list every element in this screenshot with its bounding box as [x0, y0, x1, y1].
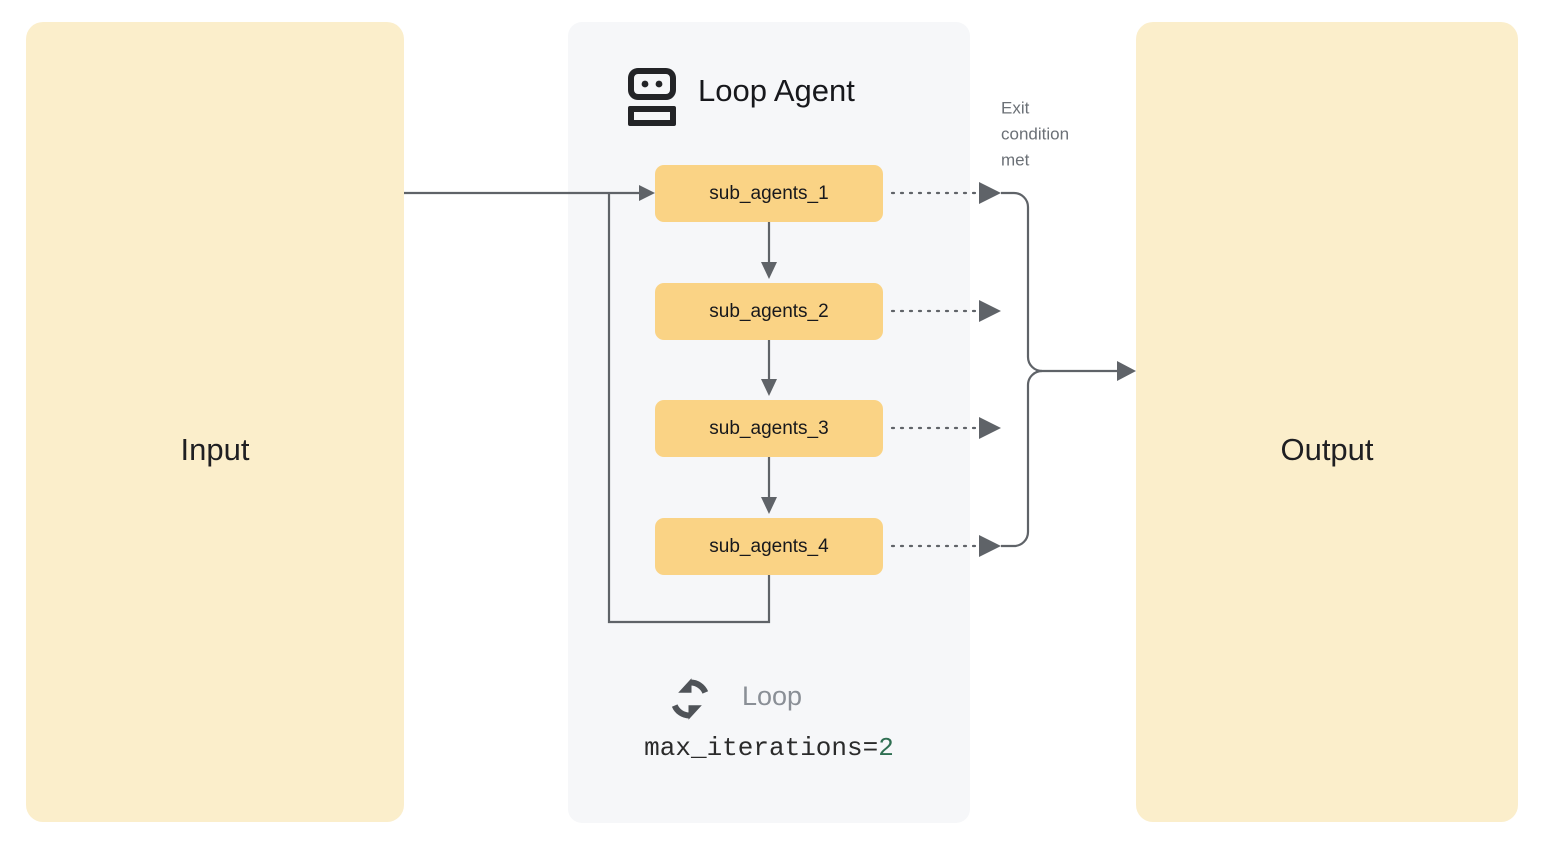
loop-agent-title: Loop Agent [698, 73, 855, 108]
edge-merge-to-output [1001, 191, 1136, 548]
exit-condition-line-2: condition [1001, 124, 1069, 143]
sub-agent-node-2-label: sub_agents_2 [709, 301, 828, 322]
max-iterations-code: max_iterations=2 [644, 733, 894, 763]
edge-exit-sub-agent-1 [890, 182, 1001, 204]
edge-sub-agent-1-to-2 [761, 222, 777, 279]
sub-agent-node-4-label: sub_agents_4 [709, 536, 829, 557]
exit-condition-annotation: Exit condition met [1001, 98, 1069, 169]
loop-caption-label: Loop [742, 681, 802, 711]
sub-agent-node-2-rect[interactable] [655, 283, 883, 340]
sub-agent-node-3-rect[interactable] [655, 400, 883, 457]
input-panel: Input [26, 22, 404, 822]
sub-agent-node-3-label: sub_agents_3 [709, 418, 828, 439]
edge-exit-sub-agent-2 [890, 300, 1001, 322]
output-panel-label: Output [1280, 432, 1373, 467]
loop-agent-panel: Loop Agent sub_agents_1 sub_agents_2 sub… [568, 22, 970, 823]
output-panel: Output [1136, 22, 1518, 822]
input-panel-rect [26, 22, 404, 822]
sub-agent-node-1[interactable]: sub_agents_1 [655, 165, 883, 222]
edge-input-to-sub-agent-1 [404, 185, 655, 201]
sub-agent-node-1-rect[interactable] [655, 165, 883, 222]
sub-agent-node-4-rect[interactable] [655, 518, 883, 575]
input-panel-label: Input [181, 432, 250, 467]
edge-exit-sub-agent-3 [890, 417, 1001, 439]
sub-agent-node-3[interactable]: sub_agents_3 [655, 400, 883, 457]
robot-icon [628, 68, 676, 126]
sub-agent-node-2[interactable]: sub_agents_2 [655, 283, 883, 340]
sub-agent-node-1-label: sub_agents_1 [709, 183, 828, 204]
edge-sub-agent-2-to-3 [761, 340, 777, 396]
max-iterations-key: max_iterations= [644, 733, 878, 763]
output-panel-rect [1136, 22, 1518, 822]
edge-feedback-loop [607, 193, 771, 624]
sub-agent-node-4[interactable]: sub_agents_4 [655, 518, 883, 575]
exit-condition-line-3: met [1001, 150, 1030, 169]
edge-exit-sub-agent-4 [890, 535, 1001, 557]
edge-sub-agent-3-to-4 [761, 457, 777, 514]
exit-condition-line-1: Exit [1001, 98, 1030, 117]
max-iterations-value: 2 [878, 733, 894, 763]
